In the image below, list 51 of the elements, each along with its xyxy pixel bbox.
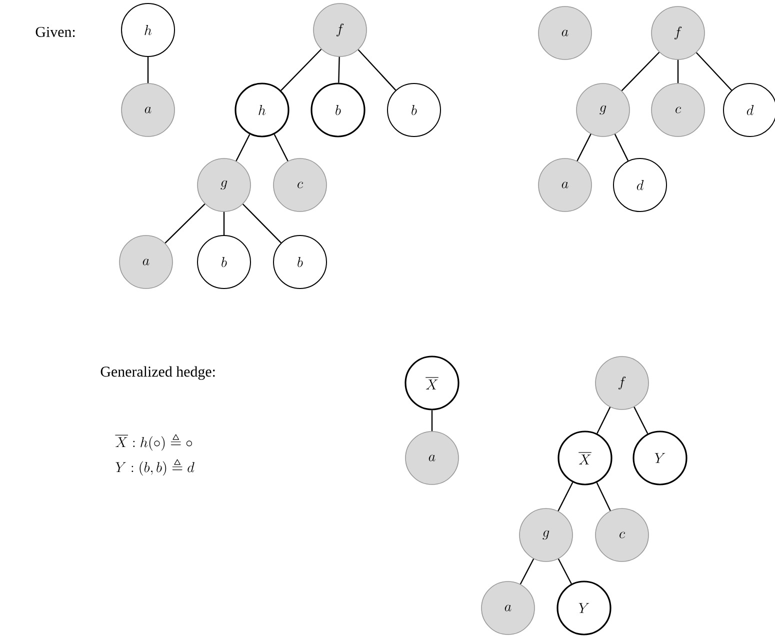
filled-circle-node: $a$ xyxy=(121,83,175,137)
filled-circle-node: $g$ xyxy=(197,158,251,212)
filled-circle-node: $f$ xyxy=(595,356,649,410)
tree-edge xyxy=(634,406,648,434)
circle-node: $b$ xyxy=(387,83,441,137)
filled-circle-node: $a$ xyxy=(538,6,592,60)
circle-node: $h$ xyxy=(121,3,175,57)
filled-circle-node: $g$ xyxy=(519,508,573,562)
tree-edge xyxy=(558,558,572,584)
tree-edge xyxy=(274,134,288,162)
circle-node: $Y$ xyxy=(556,580,612,636)
tree-edge xyxy=(358,49,396,91)
filled-circle-node: $a$ xyxy=(119,235,173,289)
tree-edge xyxy=(236,134,250,162)
tree-edge xyxy=(558,482,574,512)
tree-edge xyxy=(147,57,149,84)
filled-circle-node: $a$ xyxy=(538,158,592,212)
filled-circle-node: $a$ xyxy=(481,581,535,635)
filled-circle-node: $g$ xyxy=(576,83,630,137)
tree-edge xyxy=(431,410,433,432)
tree-edge xyxy=(677,60,679,84)
filled-circle-node: $a$ xyxy=(405,431,459,485)
tree-edge xyxy=(223,212,225,235)
filled-circle-node: $f$ xyxy=(651,6,705,60)
tree-edge xyxy=(242,204,282,244)
circle-node: $d$ xyxy=(613,158,667,212)
tree-edge xyxy=(280,48,322,91)
filled-circle-node: $c$ xyxy=(595,508,649,562)
tree-edge xyxy=(614,134,629,162)
tree-edge xyxy=(596,406,611,434)
tree-edge xyxy=(576,134,592,162)
filled-circle-node: $f$ xyxy=(313,3,367,57)
circle-node: $\overline{X}$ xyxy=(558,430,612,486)
filled-circle-node: $c$ xyxy=(273,158,327,212)
filled-circle-node: $c$ xyxy=(651,83,705,137)
tree-edge xyxy=(696,52,732,91)
tree-edge xyxy=(164,203,206,244)
circle-node: $h$ xyxy=(234,82,290,138)
formula: $\overline{X} : h(\circ) \triangleq \circ$ xyxy=(115,434,192,451)
formula: $Y : (b,b) \triangleq d$ xyxy=(116,459,194,476)
circle-node: $Y$ xyxy=(632,430,688,486)
circle-node: $b$ xyxy=(197,235,251,289)
tree-edge xyxy=(520,558,534,584)
tree-edge xyxy=(621,52,660,92)
heading-label: Given: xyxy=(36,26,75,38)
circle-node: $\overline{X}$ xyxy=(404,356,460,410)
tree-edge xyxy=(596,482,611,512)
heading-label: Generalized hedge: xyxy=(100,366,215,380)
circle-node: $b$ xyxy=(273,235,327,289)
circle-node: $b$ xyxy=(310,82,366,138)
tree-edge xyxy=(338,56,340,83)
